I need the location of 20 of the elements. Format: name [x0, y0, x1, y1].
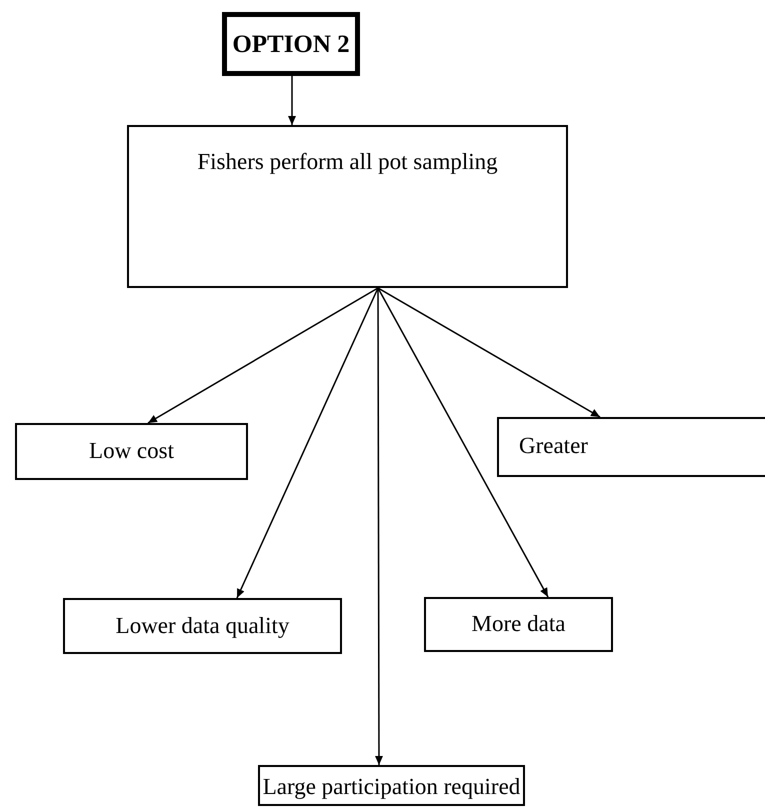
box-label: Fishers perform all pot sampling — [197, 149, 498, 176]
outcome-box — [63, 598, 342, 654]
box-label: OPTION 2 — [232, 31, 350, 60]
outcome-box — [15, 423, 248, 480]
box-label: Lower data quality — [116, 613, 290, 640]
box-label: Greater — [519, 433, 588, 460]
outcome-box — [424, 597, 613, 652]
title-box — [222, 12, 360, 76]
arrow — [378, 287, 600, 418]
box-label: Large participation required — [262, 774, 520, 801]
process-box — [127, 125, 568, 288]
outcome-box — [497, 417, 765, 477]
box-label: Low cost — [89, 438, 174, 465]
outcome-box — [258, 765, 525, 806]
arrow — [148, 287, 378, 424]
arrow — [377, 288, 549, 598]
arrow — [374, 288, 383, 765]
arrow — [236, 288, 379, 598]
box-label: More data — [472, 611, 566, 638]
arrow — [288, 76, 296, 125]
